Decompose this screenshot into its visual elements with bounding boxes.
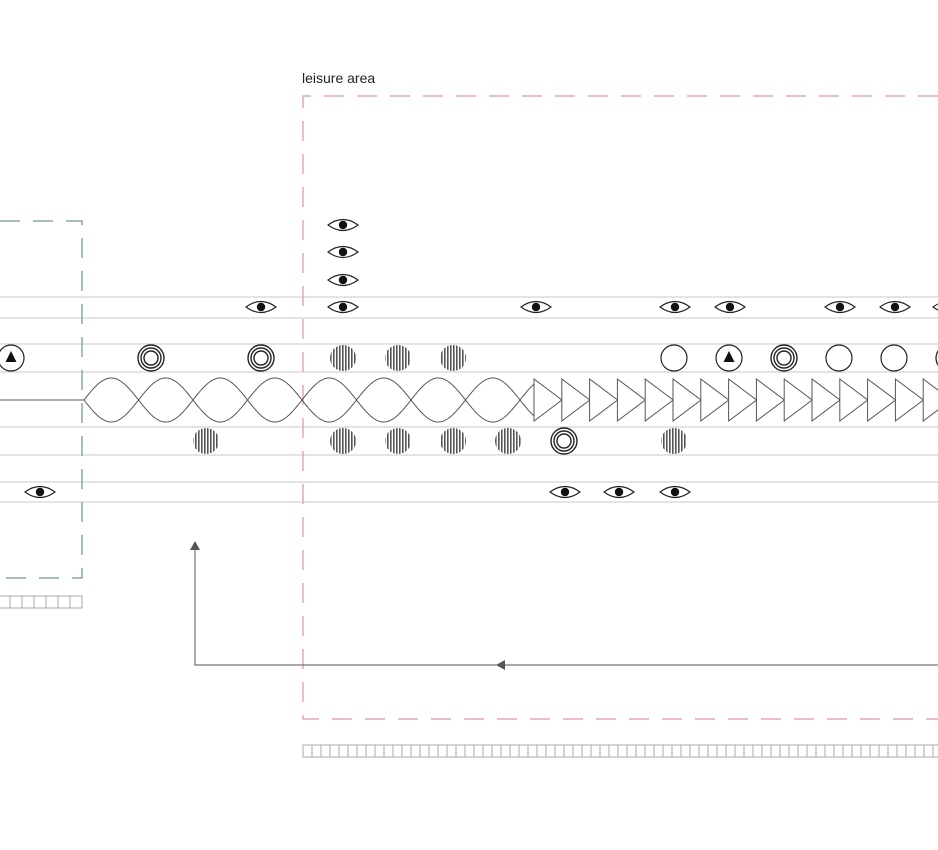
eye-icon	[327, 218, 359, 232]
track-lines	[0, 296, 938, 503]
hatched-circle-icon	[440, 428, 466, 454]
flow-path	[0, 399, 938, 666]
eye-icon	[879, 300, 911, 314]
eye-track-bottom	[24, 485, 691, 499]
empty-circle-icon	[660, 344, 688, 372]
eye-icon	[327, 300, 359, 314]
empty-circle-icon	[880, 344, 908, 372]
hatched-circle-icon	[330, 345, 356, 371]
eye-icon	[603, 485, 635, 499]
scale-bar-leisure	[302, 744, 938, 758]
flow-arrow-left	[496, 660, 505, 670]
left-zone-border	[0, 220, 83, 579]
concentric-circle-icon	[770, 344, 798, 372]
chevron-pattern	[533, 378, 938, 422]
chevron-mark	[616, 378, 647, 422]
eye-icon	[659, 300, 691, 314]
chevron-mark	[589, 378, 619, 422]
concentric-circle-icon	[550, 427, 578, 455]
chevron-mark	[811, 378, 841, 422]
leisure-area-label: leisure area	[302, 70, 376, 86]
chevron-mark	[755, 378, 786, 422]
hatched-circle-icon	[193, 428, 219, 454]
hatched-circle-icon	[330, 428, 356, 454]
chevron-mark	[922, 378, 938, 422]
chevron-mark	[894, 378, 925, 422]
chevron-mark	[839, 378, 869, 422]
eye-track-top	[245, 218, 938, 314]
eye-icon	[714, 300, 746, 314]
empty-circle-icon	[825, 344, 853, 372]
eye-icon	[520, 300, 552, 314]
eye-icon	[824, 300, 856, 314]
mixed-track	[0, 344, 938, 372]
eye-icon	[932, 300, 938, 314]
hatched-circle-icon	[440, 345, 466, 371]
eye-icon	[327, 273, 359, 287]
chevron-mark	[700, 378, 730, 422]
concentric-circle-icon	[247, 344, 275, 372]
chevron-mark	[672, 378, 702, 422]
chevron-mark	[867, 378, 897, 422]
chevron-mark	[644, 378, 675, 422]
hatched-circle-icon	[661, 428, 687, 454]
chevron-mark	[561, 378, 591, 422]
hatched-circle-icon	[495, 428, 521, 454]
chevron-mark	[728, 378, 758, 422]
hatched-track	[193, 427, 687, 455]
eye-icon	[245, 300, 277, 314]
hatched-circle-icon	[385, 345, 411, 371]
chevron-mark	[783, 378, 814, 422]
circle-triangle-icon	[0, 344, 25, 372]
flow-arrow-up	[190, 541, 200, 550]
eye-icon	[24, 485, 56, 499]
concentric-circle-icon	[137, 344, 165, 372]
eye-icon	[327, 245, 359, 259]
eye-icon	[549, 485, 581, 499]
scale-bar-left	[0, 595, 83, 609]
wave-pattern	[83, 377, 535, 423]
eye-icon	[659, 485, 691, 499]
circle-triangle-icon	[715, 344, 743, 372]
chevron-mark	[533, 378, 563, 422]
hatched-circle-icon	[385, 428, 411, 454]
